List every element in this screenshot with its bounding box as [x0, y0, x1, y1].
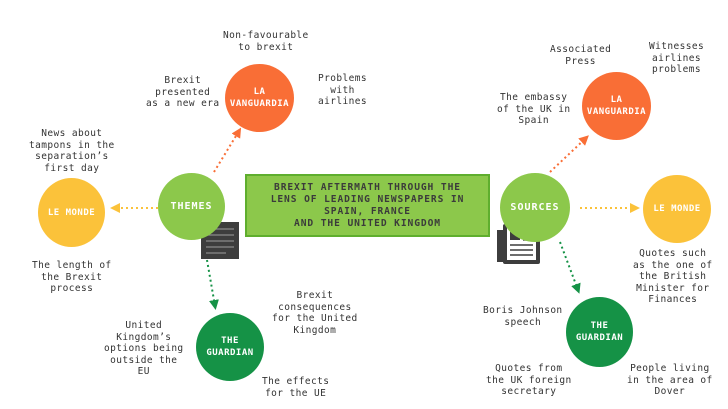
themes-la-vanguardia-label: LA VANGUARDIA [229, 87, 290, 109]
note-new-era: Brexit presented as a new era [146, 75, 220, 109]
themes-label: THEMES [170, 201, 213, 212]
sources-to-lavanguardia-arrow [549, 135, 589, 173]
sources-la-vanguardia-node: LA VANGUARDIA [582, 72, 651, 140]
themes-le-monde-label: LE MONDE [47, 207, 96, 218]
title-text: BREXIT AFTERMATH THROUGH THE LENS OF LEA… [270, 181, 465, 229]
note-associated-press: Associated Press [550, 44, 612, 67]
themes-la-vanguardia-node: LA VANGUARDIA [225, 64, 294, 132]
note-boris-johnson: Boris Johnson speech [483, 305, 563, 328]
note-uk-options: United Kingdom’s options being outside t… [104, 320, 184, 377]
themes-to-guardian-arrow [206, 259, 219, 310]
sources-guardian-label: THE GUARDIAN [575, 321, 624, 343]
sources-node: SOURCES [500, 173, 570, 242]
note-brexit-consequences: Brexit consequences for the United Kingd… [272, 290, 358, 336]
themes-node: THEMES [158, 173, 225, 240]
note-tampons: News about tampons in the separation’s f… [29, 128, 115, 174]
note-problems-airlines: Problems with airlines [318, 73, 367, 107]
note-dover: People living in the area of Dover [627, 363, 713, 397]
note-effects-ue: The effects for the UE [262, 376, 330, 399]
note-british-minister: Quotes such as the one of the British Mi… [633, 248, 713, 305]
themes-le-monde-node: LE MONDE [38, 178, 105, 247]
themes-to-lavanguardia-arrow [213, 127, 242, 173]
sources-to-guardian-arrow [559, 241, 581, 294]
sources-label: SOURCES [510, 202, 560, 213]
note-length-brexit: The length of the Brexit process [32, 260, 112, 294]
themes-guardian-node: THE GUARDIAN [196, 313, 264, 381]
sources-le-monde-node: LE MONDE [643, 175, 711, 243]
note-embassy-uk: The embassy of the UK in Spain [497, 92, 571, 126]
title-banner: BREXIT AFTERMATH THROUGH THE LENS OF LEA… [245, 174, 490, 237]
note-non-favourable: Non-favourable to brexit [223, 30, 309, 53]
themes-guardian-label: THE GUARDIAN [206, 336, 254, 358]
sources-guardian-node: THE GUARDIAN [566, 297, 633, 367]
sources-le-monde-label: LE MONDE [653, 204, 701, 214]
note-foreign-secretary: Quotes from the UK foreign secretary [486, 363, 572, 397]
note-witnesses-airlines: Witnesses airlines problems [649, 41, 705, 75]
sources-la-vanguardia-label: LA VANGUARDIA [586, 95, 647, 117]
